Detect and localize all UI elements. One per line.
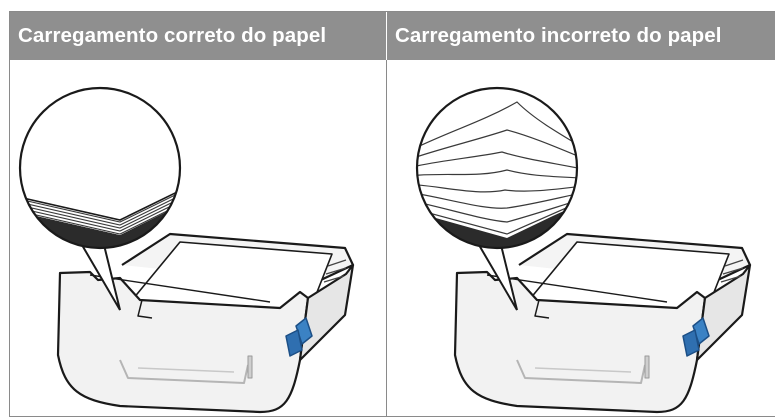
magnifier-detail-incorrect xyxy=(415,86,579,311)
paper-tray xyxy=(56,232,355,414)
paper-tray xyxy=(453,232,752,414)
paper-tray-incorrect-illustration xyxy=(415,86,752,414)
header-incorrect-loading: Carregamento incorreto do papel xyxy=(387,12,775,60)
cell-correct-loading xyxy=(10,60,387,416)
cell-incorrect-loading xyxy=(387,60,775,416)
magnifier-detail-correct xyxy=(18,86,182,311)
paper-loading-table: Carregamento correto do papel Carregamen… xyxy=(9,11,775,417)
paper-tray-correct-illustration xyxy=(18,86,355,414)
header-correct-loading: Carregamento correto do papel xyxy=(10,12,387,60)
